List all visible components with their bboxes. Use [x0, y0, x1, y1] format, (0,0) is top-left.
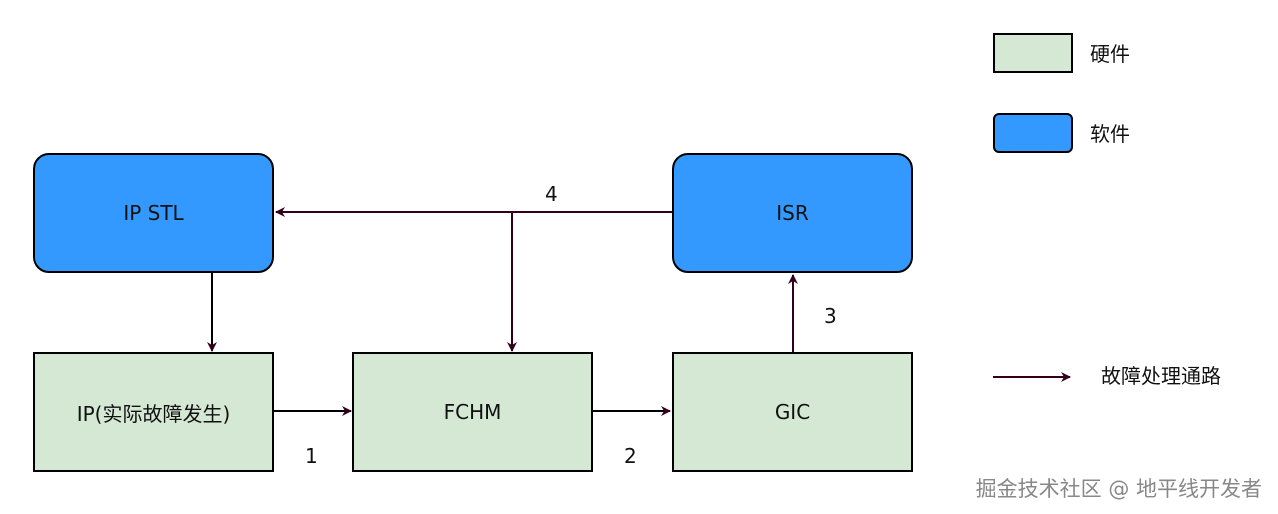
- watermark-text: 掘金技术社区 @ 地平线开发者: [975, 477, 1262, 501]
- node-ip-label: IP(实际故障发生): [76, 401, 231, 426]
- node-gic: GIC: [672, 352, 913, 472]
- legend-software-label: 软件: [1090, 122, 1130, 146]
- node-gic-label: GIC: [774, 400, 811, 424]
- node-isr: ISR: [672, 153, 913, 273]
- node-fchm-label: FCHM: [443, 400, 502, 424]
- edge-label-1: 1: [305, 444, 318, 468]
- legend-hardware-swatch: [993, 33, 1073, 73]
- legend-hardware-label: 硬件: [1090, 42, 1130, 66]
- edge-label-2: 2: [624, 444, 637, 468]
- edge-label-4: 4: [545, 182, 558, 206]
- node-isr-label: ISR: [776, 201, 809, 225]
- legend-software-swatch: [993, 113, 1073, 153]
- node-fchm: FCHM: [352, 352, 593, 472]
- node-ip-stl: IP STL: [33, 153, 274, 273]
- node-ip-stl-label: IP STL: [123, 201, 184, 225]
- edge-label-3: 3: [824, 304, 837, 328]
- node-ip: IP(实际故障发生): [33, 352, 274, 472]
- legend-path-label: 故障处理通路: [1101, 364, 1221, 388]
